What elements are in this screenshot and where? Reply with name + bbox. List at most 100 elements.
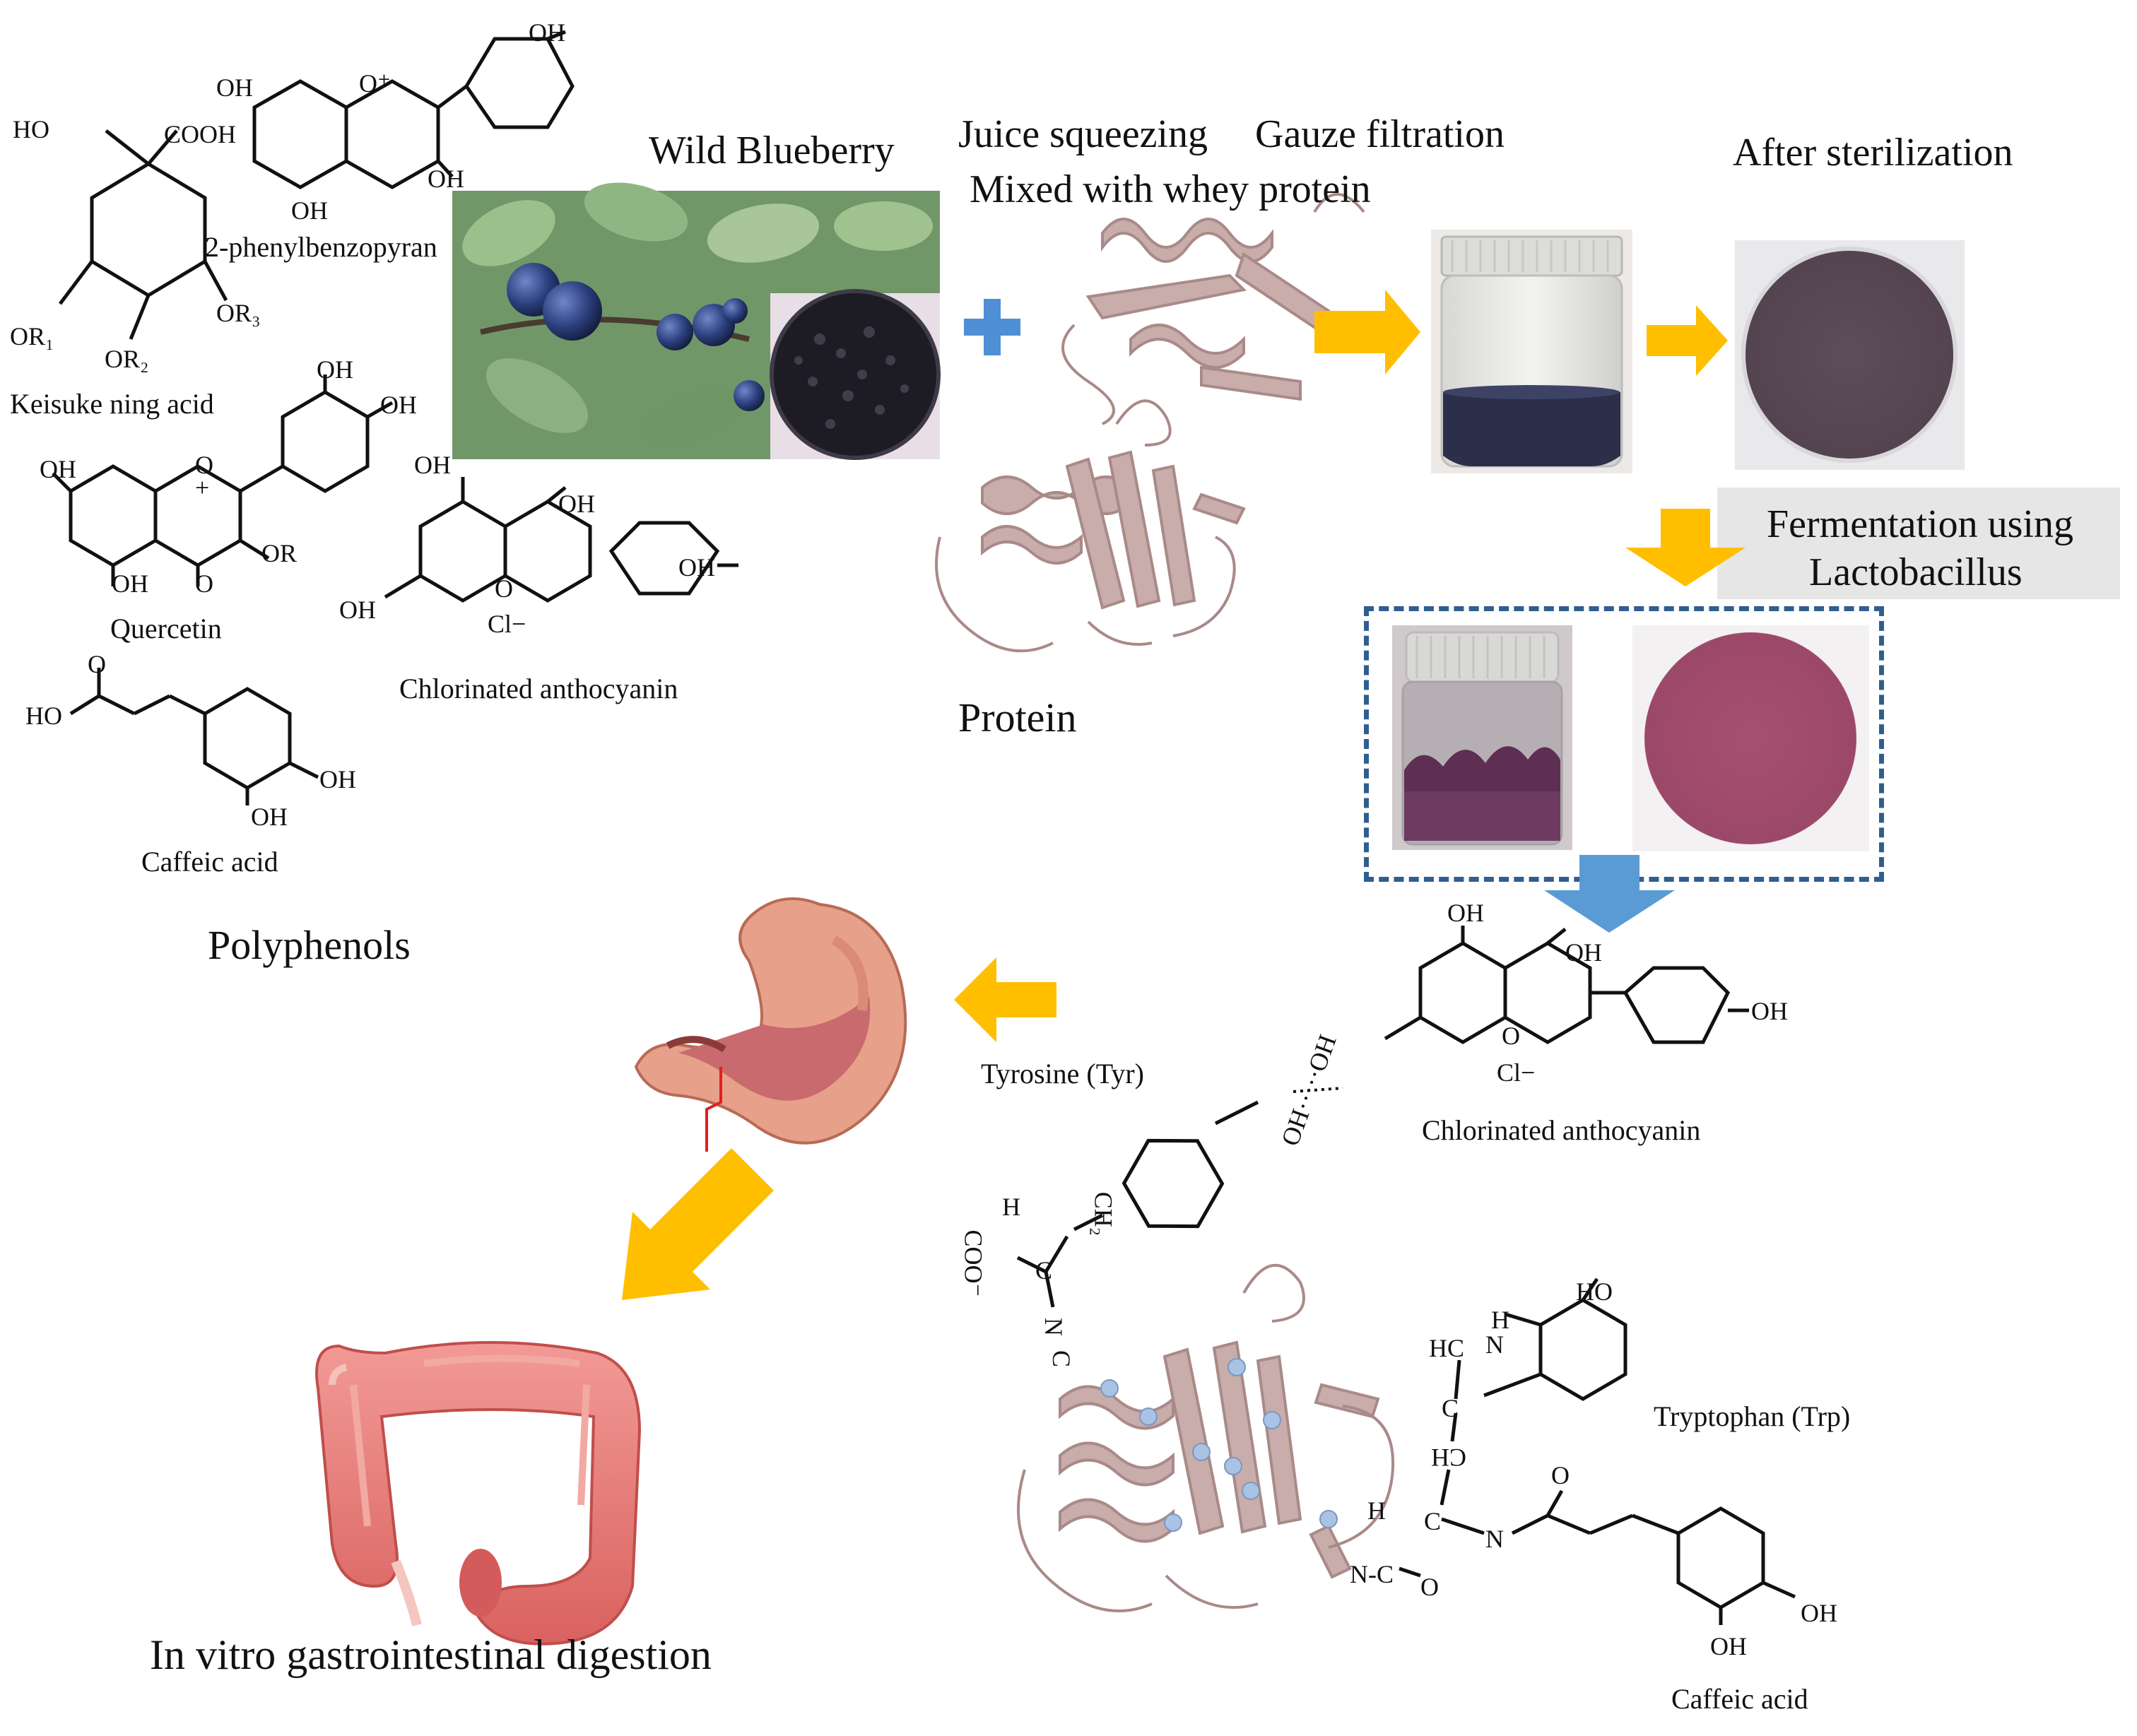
atom-label: + [195, 473, 210, 502]
atom-label: N [1485, 1525, 1504, 1553]
atom-label: OH [40, 455, 76, 483]
atom-label: CH [1431, 1443, 1467, 1472]
atom-label: OH [1447, 899, 1484, 927]
atom-label: OH [112, 569, 148, 598]
atom-label: OH [380, 391, 417, 419]
atom-label: O [195, 569, 213, 598]
atom-label: OR₂ [105, 345, 149, 373]
blue-plus-icon [964, 299, 1020, 355]
atom-label: OH [339, 596, 376, 624]
atom-label: HO [13, 115, 49, 143]
caffeic-acid-top-label: Caffeic acid [141, 846, 278, 878]
atom-label: OH [558, 490, 595, 518]
dish-photo-fermented [1632, 625, 1869, 851]
atom-label: OR [261, 539, 298, 567]
atom-label: C [1424, 1507, 1442, 1535]
gauze-filtration-label: Gauze filtration [1255, 112, 1505, 156]
protein-label: Protein [958, 695, 1077, 740]
jar-photo-fermented [1392, 625, 1572, 850]
juice-squeezing-label: Juice squeezing [958, 112, 1208, 156]
tryptophan-label: Tryptophan (Trp) [1654, 1400, 1851, 1432]
atom-label: COOH [164, 120, 237, 148]
atom-label: CH₂ [1089, 1191, 1118, 1236]
atom-label: Cl− [488, 610, 526, 638]
atom-label: OH [428, 165, 464, 193]
atom-label: COO⁻ [959, 1229, 988, 1297]
atom-label: N [1485, 1330, 1504, 1359]
atom-label: OH [1710, 1632, 1747, 1660]
dish-photo-sterilized [1735, 240, 1965, 470]
atom-label: HO [25, 702, 62, 730]
atom-label: OR₃ [216, 299, 261, 327]
yellow-arrow-down-icon [1625, 509, 1745, 586]
atom-label: O [195, 451, 213, 479]
mixed-whey-label: Mixed with whey protein [970, 167, 1371, 211]
quercetin-label: Quercetin [110, 613, 222, 644]
yellow-arrow-right-icon [1314, 290, 1420, 374]
atom-label: OH [1801, 1599, 1837, 1627]
caffeic-acid-bottom-label: Caffeic acid [1671, 1683, 1808, 1715]
atom-label: C [1035, 1256, 1053, 1285]
chlorinated-anthocyanin-bottom-label: Chlorinated anthocyanin [1422, 1114, 1701, 1146]
fermentation-label-line1: Fermentation using [1767, 502, 2073, 546]
in-vitro-digestion-label: In vitro gastrointestinal digestion [150, 1631, 712, 1678]
atom-label: O⁺ [359, 69, 391, 98]
wild-blueberry-label: Wild Blueberry [649, 129, 895, 172]
atom-label: HC [1429, 1334, 1465, 1362]
atom-label: O [495, 574, 513, 603]
stomach-illustration [634, 897, 907, 1152]
atom-label: HO [1576, 1277, 1613, 1306]
whey-protein-ribbon-middle [935, 399, 1246, 653]
tyrosine-label: Tyrosine (Tyr) [981, 1058, 1144, 1090]
tyrosine-structure [1016, 1100, 1259, 1308]
quercetin-structure [52, 374, 394, 586]
fermentation-label-line2: Lactobacillus [1809, 550, 2023, 594]
chlorinated-anthocyanin-top-label: Chlorinated anthocyanin [399, 673, 678, 704]
atom-label: O [88, 650, 106, 678]
chlorinated-anthocyanin-structure-bottom [1384, 926, 1749, 1044]
atom-label: OH [529, 18, 565, 47]
whey-protein-ribbon-bottom [1017, 1263, 1395, 1612]
atom-label: N-C [1350, 1560, 1394, 1588]
atom-label: OH [216, 73, 253, 102]
atom-label: H [1491, 1306, 1509, 1334]
atom-label: OH [319, 765, 356, 793]
caffeic-acid-structure-top [69, 668, 319, 805]
yellow-arrow-left-icon [954, 957, 1056, 1042]
atom-label: O [1502, 1022, 1520, 1050]
atom-label: OH [1751, 997, 1788, 1025]
after-sterilization-label: After sterilization [1733, 131, 2013, 175]
atom-label: O [1420, 1573, 1439, 1601]
atom-label: N [1040, 1318, 1068, 1336]
atom-label: OH [317, 355, 353, 384]
binding-site-beads [1100, 1358, 1338, 1532]
polyphenols-label: Polyphenols [208, 922, 411, 968]
whey-protein-ribbon-top [1061, 193, 1365, 425]
blue-arrow-down-icon [1544, 855, 1675, 933]
phenylbenzopyran-label: 2-phenylbenzopyran [205, 231, 437, 263]
atom-label: H [1002, 1193, 1020, 1221]
keisuke-acid-label: Keisuke ning acid [10, 388, 214, 420]
chlorinated-anthocyanin-structure-top [384, 477, 738, 603]
atom-label: O [1551, 1461, 1570, 1489]
tryptophan-structure [1440, 1277, 1627, 1506]
atom-label: Cl− [1497, 1058, 1536, 1087]
wild-blueberry-photo [452, 182, 941, 460]
hydrogen-bond-dots [1293, 1087, 1343, 1093]
atom-label: OH [251, 803, 288, 831]
atom-label: C [1047, 1350, 1076, 1368]
atom-label: C [1442, 1394, 1459, 1422]
intestine-illustration [315, 1341, 642, 1646]
yellow-arrow-right-icon [1647, 305, 1728, 376]
atom-label: H [1367, 1496, 1386, 1525]
atom-label: OH [291, 196, 328, 225]
caffeic-acid-structure-bottom [1399, 1489, 1796, 1625]
atom-label: OH [414, 451, 451, 479]
atom-label: OR₁ [10, 322, 54, 350]
phenylbenzopyran-structure [252, 30, 575, 189]
atom-label: OH [678, 553, 715, 581]
fermentation-label-box [1717, 488, 2120, 599]
yellow-arrow-down-left-icon [622, 1148, 774, 1300]
jar-photo-dark [1431, 230, 1632, 473]
